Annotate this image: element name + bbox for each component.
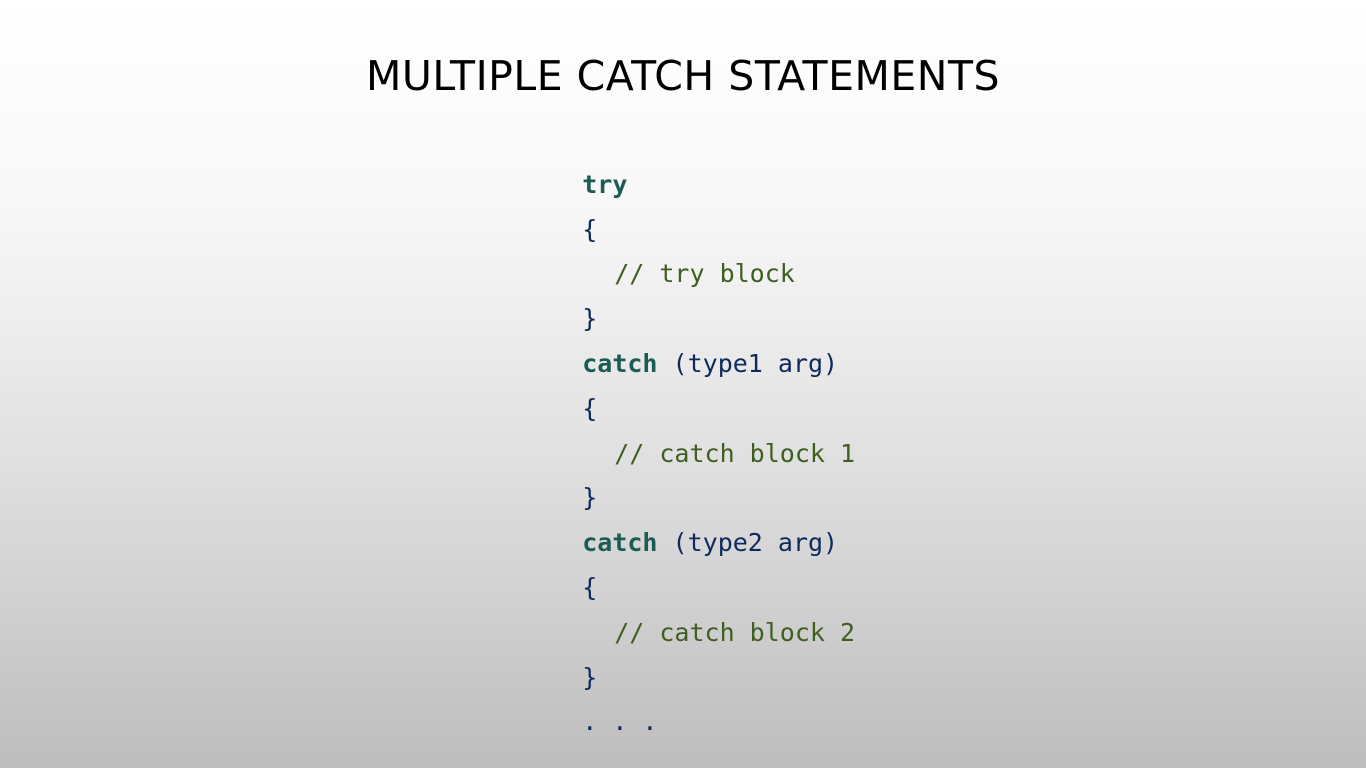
code-line-try: try (522, 118, 855, 199)
keyword-catch: catch (582, 528, 658, 558)
comment-catch-block-1: // catch block 1 (614, 438, 856, 468)
slide-title: MULTIPLE CATCH STATEMENTS (365, 52, 1001, 100)
code-line-close-brace: } (522, 252, 855, 333)
code-block: try { // try block } catch (type1 arg) {… (522, 118, 855, 737)
code-line-catch-1: catch (type1 arg) (522, 297, 855, 378)
keyword-try: try (582, 169, 628, 199)
comment-catch-block-2: // catch block 2 (614, 617, 856, 647)
ellipsis: . . . (582, 707, 658, 737)
close-brace: } (582, 304, 598, 334)
code-line-close-brace: } (522, 432, 855, 512)
keyword-catch: catch (582, 348, 658, 378)
code-line-comment: // catch block 2 (522, 566, 855, 647)
open-brace: { (582, 393, 598, 423)
code-line-comment: // catch block 1 (522, 387, 855, 468)
close-brace: } (582, 662, 598, 692)
code-line-comment: // try block (522, 208, 855, 288)
code-line-open-brace: { (522, 163, 855, 244)
catch-params: (type1 arg) (657, 348, 839, 378)
code-line-catch-2: catch (type2 arg) (522, 476, 855, 557)
code-line-open-brace: { (522, 342, 855, 423)
code-line-open-brace: { (522, 521, 855, 602)
code-line-ellipsis: . . . (522, 656, 855, 736)
open-brace: { (582, 572, 598, 602)
catch-params: (type2 arg) (657, 528, 839, 558)
comment-try-block: // try block (614, 259, 795, 289)
code-line-close-brace: } (522, 611, 855, 692)
open-brace: { (582, 214, 598, 244)
close-brace: } (582, 483, 598, 513)
